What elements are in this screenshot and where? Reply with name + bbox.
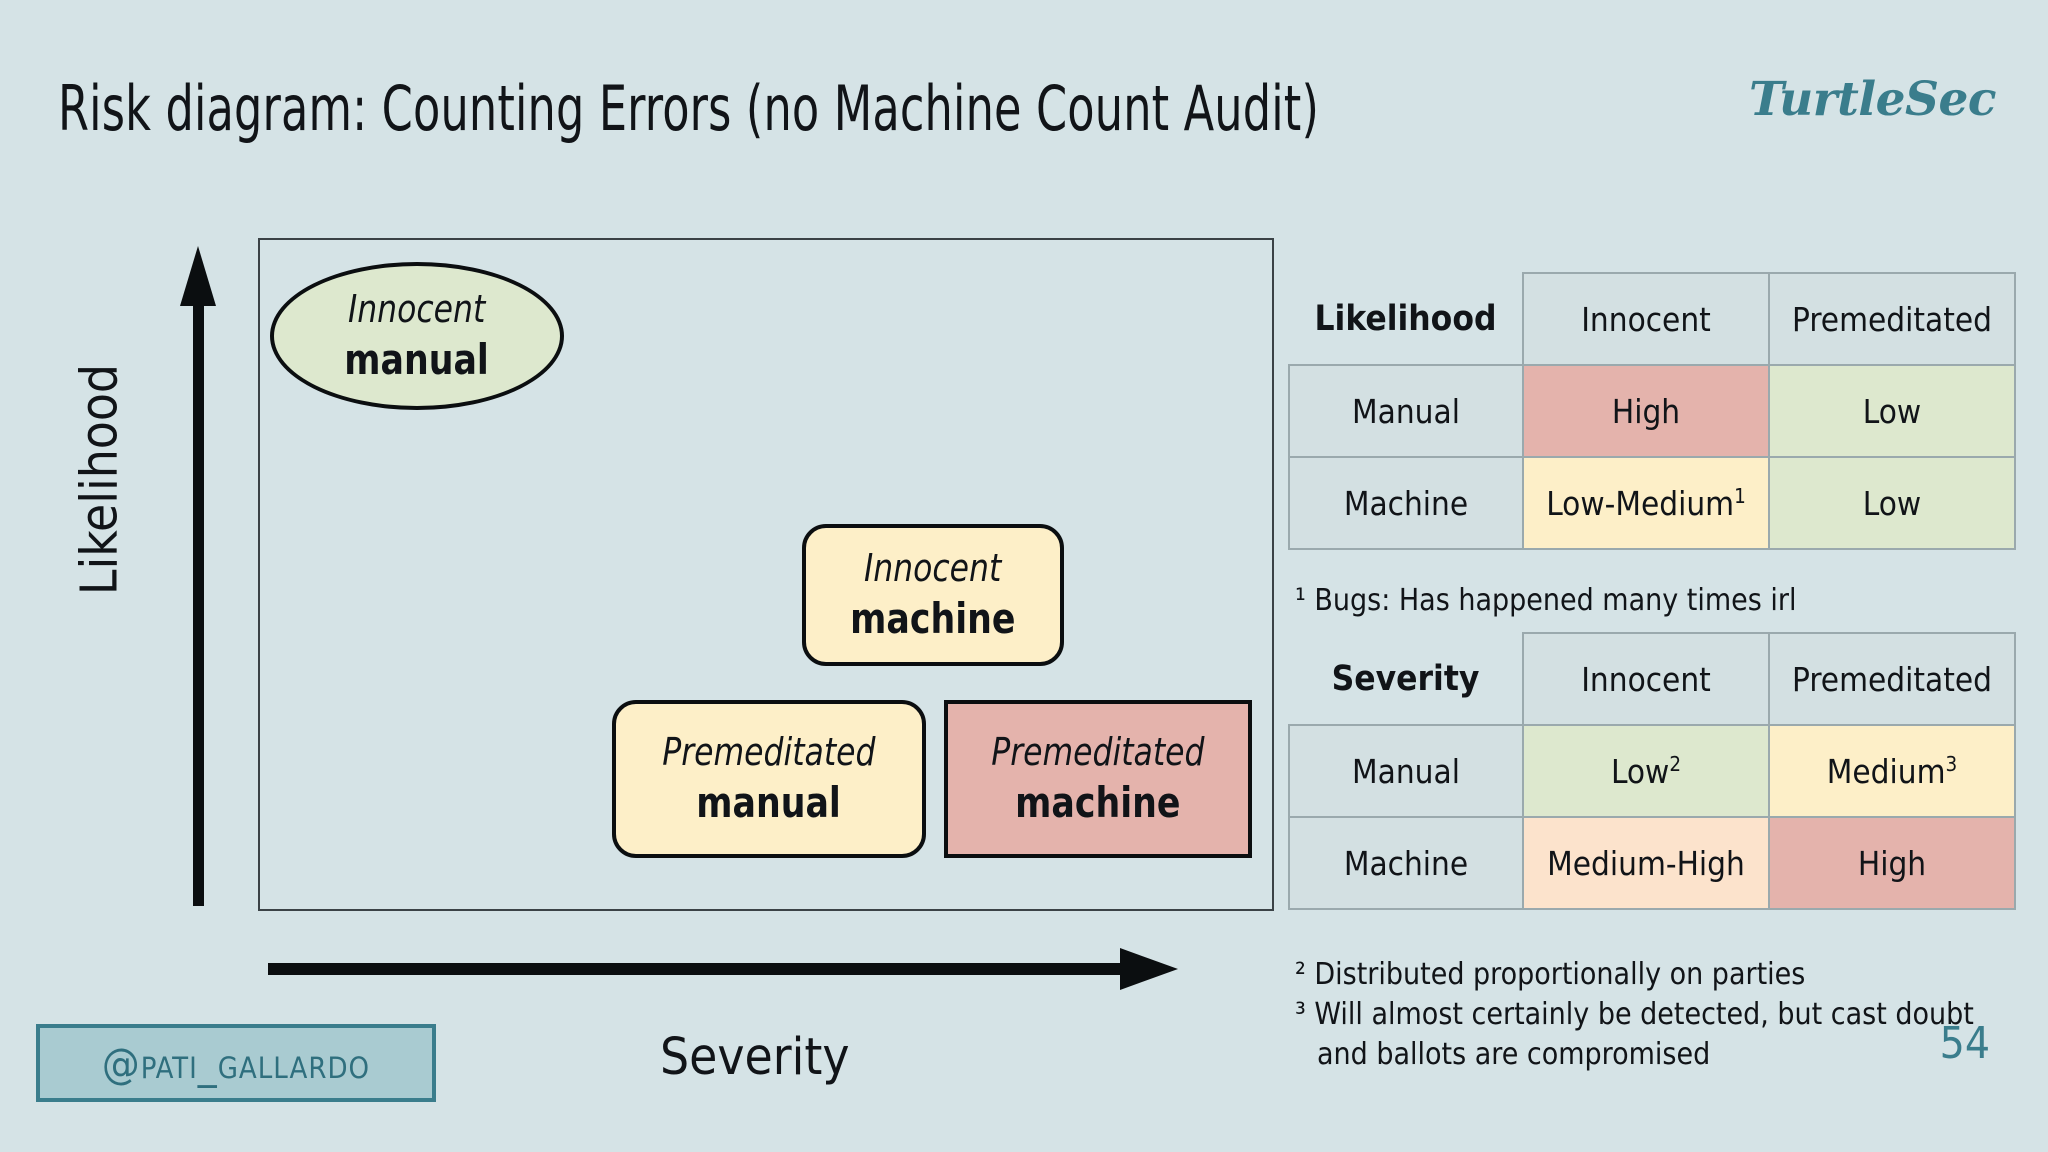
severity-matrix: Severity Innocent Premeditated Manual Lo… bbox=[1288, 632, 2016, 910]
likelihood-cell-machine-premeditated: Low bbox=[1768, 456, 2016, 550]
footnote-two: ² Distributed proportionally on parties bbox=[1295, 957, 1806, 992]
node-line2: manual bbox=[344, 335, 490, 385]
footnote-block: ² Distributed proportionally on parties … bbox=[1295, 955, 1995, 1075]
page-number: 54 bbox=[1939, 1018, 1990, 1069]
likelihood-cell-manual-innocent: High bbox=[1522, 364, 1770, 458]
likelihood-col-innocent: Innocent bbox=[1522, 272, 1770, 366]
y-axis-arrow-icon bbox=[180, 246, 216, 906]
likelihood-col-premeditated: Premeditated bbox=[1768, 272, 2016, 366]
footnote-one: ¹ Bugs: Has happened many times irl bbox=[1295, 583, 1797, 618]
node-innocent-manual: Innocent manual bbox=[270, 262, 564, 410]
severity-row-machine: Machine bbox=[1288, 816, 1524, 910]
severity-cell-manual-innocent: Low2 bbox=[1522, 724, 1770, 818]
cell-value: Low bbox=[1862, 483, 1922, 523]
author-handle-badge: @pati_gallardo bbox=[36, 1024, 436, 1102]
severity-corner-label: Severity bbox=[1331, 658, 1480, 699]
cell-value: Medium bbox=[1826, 751, 1946, 791]
table-row: Severity Innocent Premeditated bbox=[1289, 632, 2016, 726]
author-handle-text: @pati_gallardo bbox=[101, 1038, 371, 1088]
severity-col-innocent: Innocent bbox=[1522, 632, 1770, 726]
cell-value: Low-Medium bbox=[1546, 483, 1735, 523]
cell-value: High bbox=[1611, 391, 1681, 431]
severity-row-manual: Manual bbox=[1288, 724, 1524, 818]
severity-cell-machine-innocent: Medium-High bbox=[1522, 816, 1770, 910]
y-axis-arrowhead-icon bbox=[180, 246, 216, 306]
cell-value: Low bbox=[1862, 391, 1922, 431]
page-title: Risk diagram: Counting Errors (no Machin… bbox=[58, 72, 1320, 145]
x-axis-arrowhead-icon bbox=[1120, 948, 1178, 990]
table-row: Machine Medium-High High bbox=[1288, 816, 2016, 910]
y-axis-shaft bbox=[193, 300, 204, 906]
node-line1: Innocent bbox=[348, 286, 486, 331]
node-innocent-machine: Innocent machine bbox=[802, 524, 1064, 666]
plot-area bbox=[258, 238, 1274, 911]
table-row: Manual Low2 Medium3 bbox=[1288, 724, 2016, 818]
table-row: Machine Low-Medium1 Low bbox=[1288, 456, 2016, 550]
x-axis-label: Severity bbox=[660, 1028, 850, 1087]
severity-cell-machine-premeditated: High bbox=[1768, 816, 2016, 910]
brand-logo: TurtleSec bbox=[1748, 72, 1997, 127]
node-line2: machine bbox=[850, 594, 1016, 644]
cell-value: Low bbox=[1610, 751, 1670, 791]
footnote-three-line1: ³ Will almost certainly be detected, but… bbox=[1295, 996, 1974, 1032]
node-line1: Premeditated bbox=[991, 729, 1205, 774]
node-line1: Innocent bbox=[864, 545, 1002, 590]
cell-value: High bbox=[1857, 843, 1927, 883]
x-axis-arrow-icon bbox=[268, 948, 1178, 990]
table-row: Likelihood Innocent Premeditated bbox=[1289, 272, 2016, 366]
likelihood-corner-label: Likelihood bbox=[1314, 298, 1497, 339]
cell-footnote-marker: 2 bbox=[1669, 751, 1682, 776]
table-row: Manual High Low bbox=[1288, 364, 2016, 458]
footnote-three-line2: and ballots are compromised bbox=[1317, 1036, 1711, 1072]
likelihood-row-machine: Machine bbox=[1288, 456, 1524, 550]
x-axis-shaft bbox=[268, 963, 1123, 975]
cell-value: Medium-High bbox=[1547, 843, 1745, 883]
node-line2: manual bbox=[696, 778, 842, 828]
likelihood-cell-machine-innocent: Low-Medium1 bbox=[1522, 456, 1770, 550]
node-line2: machine bbox=[1015, 778, 1181, 828]
node-line1: Premeditated bbox=[662, 729, 876, 774]
likelihood-matrix: Likelihood Innocent Premeditated Manual … bbox=[1288, 272, 2016, 550]
cell-footnote-marker: 3 bbox=[1945, 751, 1958, 776]
y-axis-label: Likelihood bbox=[70, 363, 130, 596]
likelihood-row-manual: Manual bbox=[1288, 364, 1524, 458]
node-premeditated-machine: Premeditated machine bbox=[944, 700, 1252, 858]
cell-footnote-marker: 1 bbox=[1734, 483, 1746, 508]
node-premeditated-manual: Premeditated manual bbox=[612, 700, 926, 858]
likelihood-cell-manual-premeditated: Low bbox=[1768, 364, 2016, 458]
severity-col-premeditated: Premeditated bbox=[1768, 632, 2016, 726]
severity-cell-manual-premeditated: Medium3 bbox=[1768, 724, 2016, 818]
